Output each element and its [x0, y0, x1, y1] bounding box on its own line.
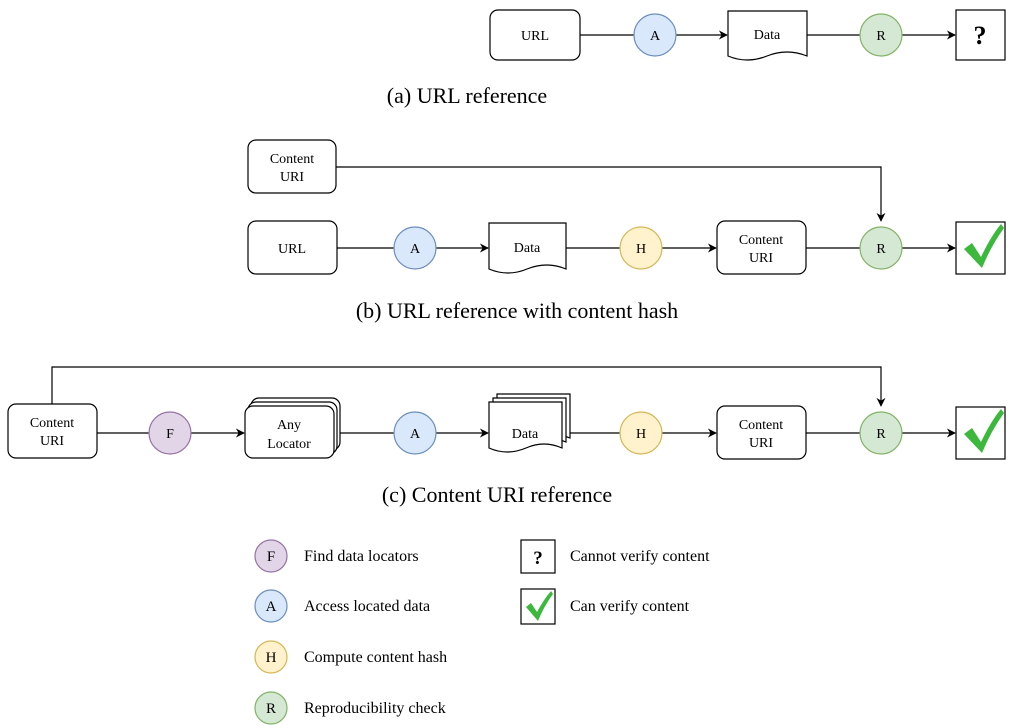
locator-line2: Locator: [267, 437, 311, 452]
content-uri-box: [716, 220, 807, 275]
repro-letter: R: [876, 427, 886, 442]
content-uri-start-box: [7, 403, 98, 459]
content-uri-end-box: [716, 405, 807, 460]
access-circle: [393, 226, 437, 270]
url-label: URL: [278, 242, 306, 257]
caption-b: (b) URL reference with content hash: [356, 298, 678, 323]
legend-access-text: Access located data: [304, 598, 430, 615]
panel-b: Content URI URL A Data H Content URI R (…: [247, 139, 1006, 323]
content-uri-end-line1: Content: [739, 418, 783, 433]
legend-question-mark-icon: ?: [533, 548, 543, 569]
url-box: [489, 9, 581, 61]
content-uri-top-box: [247, 139, 337, 194]
caption-c: (c) Content URI reference: [382, 482, 612, 507]
cannot-verify-box: [955, 9, 1006, 61]
content-uri-line1: Content: [739, 233, 783, 248]
legend-repro-circle: [254, 691, 288, 725]
data-document-shape: [488, 222, 567, 274]
content-uri-start-line2: URI: [40, 434, 64, 449]
caption-a: (a) URL reference: [387, 83, 547, 108]
hash-letter: H: [636, 427, 646, 442]
access-circle: [393, 411, 437, 455]
content-uri-end-line2: URI: [749, 436, 773, 451]
hash-circle: [619, 226, 663, 270]
legend-cannot-verify-text: Cannot verify content: [570, 548, 710, 565]
locator-box: [244, 405, 335, 459]
legend-find-text: Find data locators: [304, 548, 419, 565]
legend-hash-text: Compute content hash: [304, 649, 447, 666]
repro-letter: R: [876, 29, 886, 44]
url-box: [247, 220, 338, 275]
hash-circle: [619, 411, 663, 455]
repro-circle: [859, 411, 903, 455]
legend-access-circle: [254, 589, 288, 623]
repro-circle: [859, 13, 903, 57]
find-circle: [148, 411, 192, 455]
legend-cannot-verify-box: [520, 539, 556, 574]
legend-repro-text: Reproducibility check: [304, 700, 446, 717]
locator-line1: Any: [277, 418, 301, 433]
content-uri-top-line2: URI: [280, 170, 304, 185]
legend-can-verify-text: Can verify content: [570, 598, 690, 615]
hash-letter: H: [636, 242, 646, 257]
find-letter: F: [166, 427, 174, 442]
data-label: Data: [754, 28, 781, 43]
check-icon: [964, 224, 1004, 268]
content-uri-start-line1: Content: [30, 416, 74, 431]
legend-hash-letter: H: [266, 650, 277, 666]
legend-check-icon: [526, 591, 553, 621]
access-letter: A: [410, 427, 421, 442]
legend-hash-circle: [254, 640, 288, 674]
data-document-shape: [488, 401, 563, 453]
check-icon: [964, 409, 1004, 453]
repro-circle: [859, 226, 903, 270]
content-uri-line2: URI: [749, 251, 773, 266]
access-letter: A: [650, 29, 661, 44]
panel-c: Content URI F Any Locator A Data H Conte…: [7, 366, 1006, 507]
repro-letter: R: [876, 242, 886, 257]
legend: F Find data locators A Access located da…: [254, 539, 710, 725]
question-mark-icon: ?: [974, 21, 987, 50]
content-uri-link: [51, 366, 886, 407]
panel-a: URL A Data R ? (a) URL reference: [387, 9, 1006, 108]
content-uri-top-line1: Content: [270, 152, 314, 167]
data-document-shape: [727, 10, 808, 61]
legend-find-letter: F: [267, 549, 275, 565]
legend-repro-letter: R: [266, 701, 276, 717]
access-letter: A: [410, 242, 421, 257]
legend-access-letter: A: [266, 599, 277, 615]
legend-find-circle: [254, 539, 288, 573]
access-circle: [633, 13, 677, 57]
data-label: Data: [512, 427, 539, 442]
data-label: Data: [514, 241, 541, 256]
url-label: URL: [521, 29, 549, 44]
content-uri-link: [336, 166, 886, 222]
